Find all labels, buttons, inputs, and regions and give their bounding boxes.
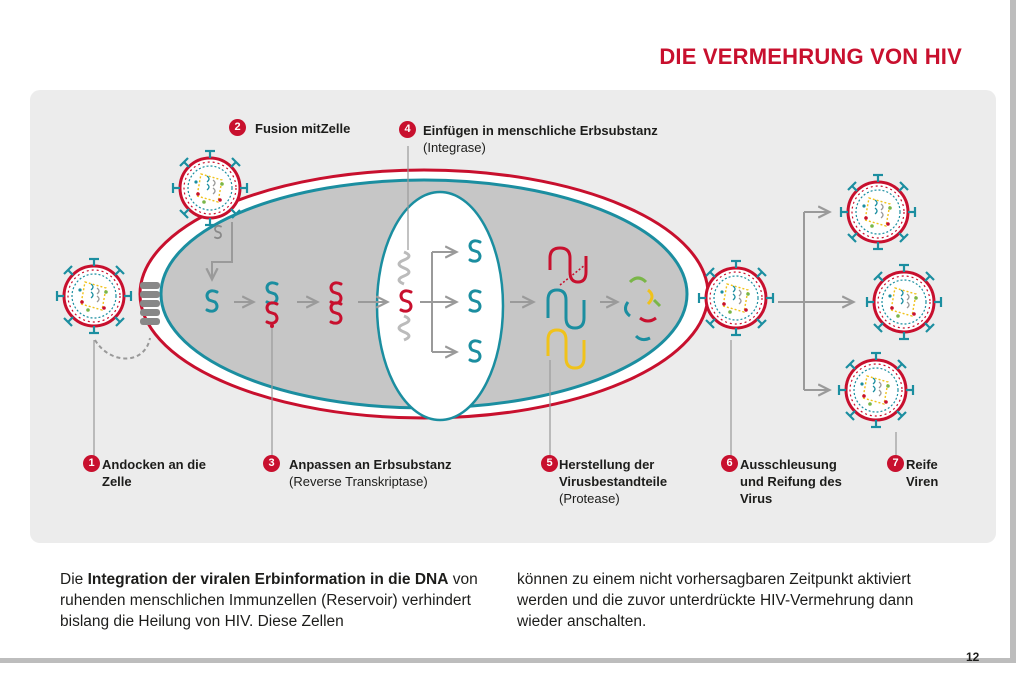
virus-fusion-icon — [171, 149, 249, 227]
step-label-7: Reife Viren — [906, 456, 966, 490]
assembly-icon — [623, 276, 662, 342]
integrated-dna-icon — [397, 250, 413, 342]
virus-budding-icon — [697, 259, 775, 337]
step-label-4: Einfügen in menschliche Erbsubstanz (Int… — [423, 122, 723, 156]
virus-docking-icon — [55, 257, 133, 335]
page-shadow-right — [1010, 0, 1016, 662]
step-label-6: Ausschleusung und Reifung des Virus — [740, 456, 850, 507]
step-title: Einfügen in menschliche Erbsubstanz — [423, 123, 658, 138]
step-subtitle: (Reverse Transkriptase) — [289, 474, 428, 489]
body-text-emphasis: Integration der viralen Erbinformation i… — [87, 571, 449, 588]
step-label-2: Fusion mitZelle — [255, 120, 385, 137]
step-title: Fusion mitZelle — [255, 121, 351, 136]
cell-nucleus — [375, 190, 505, 422]
step-number-2: 2 — [229, 119, 246, 136]
body-text-continued: können zu einem nicht vorhersagbaren Zei… — [517, 571, 914, 630]
body-text-column-2: können zu einem nicht vorhersagbaren Zei… — [517, 569, 927, 632]
page-shadow-bottom — [0, 658, 1016, 663]
mature-virus-icon — [837, 351, 915, 429]
process-arrows — [234, 212, 852, 390]
step-number-3: 3 — [263, 455, 280, 472]
step-label-5: Herstellung der Virusbestandteile (Prote… — [559, 456, 699, 507]
mature-virus-icon — [865, 263, 943, 341]
step-number-7: 7 — [887, 455, 904, 472]
step-label-1: Andocken an die Zelle — [102, 456, 212, 490]
virus-components-icon — [546, 246, 588, 370]
step-label-3: Anpassen an Erbsubstanz (Reverse Transkr… — [289, 456, 489, 490]
page-number: 12 — [966, 650, 980, 664]
receptor-icon — [94, 282, 160, 360]
leader-lines — [93, 146, 897, 456]
step-number-6: 6 — [721, 455, 738, 472]
step-title: Ausschleusung und Reifung des Virus — [740, 457, 842, 506]
page-title: DIE VERMEHRUNG VON HIV — [659, 44, 962, 69]
step-title: Andocken an die Zelle — [102, 457, 207, 489]
step-number-4: 4 — [399, 121, 416, 138]
step-subtitle: (Protease) — [559, 491, 620, 506]
step-subtitle: (Integrase) — [423, 140, 486, 155]
step-title: Reife Viren — [906, 457, 939, 489]
step-title: Anpassen an Erbsubstanz — [289, 457, 452, 472]
mature-virus-icon — [839, 173, 917, 251]
step-number-1: 1 — [83, 455, 100, 472]
step-number-5: 5 — [541, 455, 558, 472]
body-text-intro: Die — [60, 571, 88, 588]
step-title: Herstellung der Virusbestandteile — [559, 457, 668, 489]
body-text-column-1: Die Integration der viralen Erbinformati… — [60, 569, 478, 632]
body-text-rest: von ruhenden menschlichen Immunzellen (R… — [60, 571, 478, 630]
